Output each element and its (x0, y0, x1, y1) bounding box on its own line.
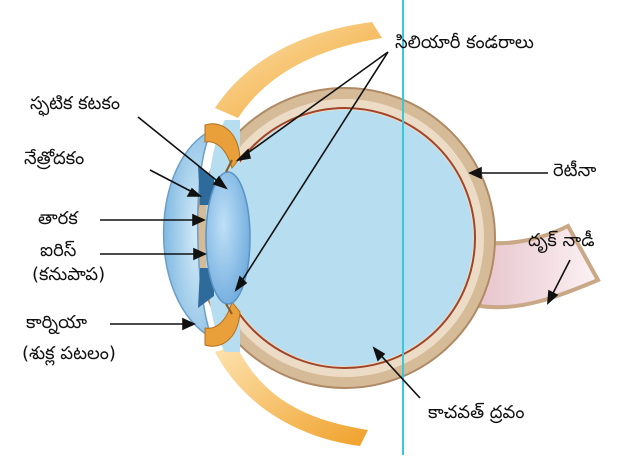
label-crystalline-lens: స్ఫటిక కటకం (30, 95, 120, 113)
label-iris-alt: (కనుపాప) (32, 266, 105, 284)
label-ciliary-muscles: సిలియారీ కండరాలు (395, 34, 534, 52)
label-retina: రెటీనా (553, 162, 596, 180)
label-pupil: తారక (38, 210, 78, 228)
label-cornea-alt: (శుక్ల పటలం) (22, 345, 116, 363)
label-iris: ఐరిస్ (40, 242, 76, 260)
label-vitreous-humor: కాచవత్ ద్రవం (428, 404, 524, 422)
label-optic-nerve: దృక్ నాడీ (528, 232, 595, 250)
label-aqueous-humor: నేత్రోదకం (24, 150, 84, 168)
label-cornea: కార్నియా (26, 314, 87, 332)
